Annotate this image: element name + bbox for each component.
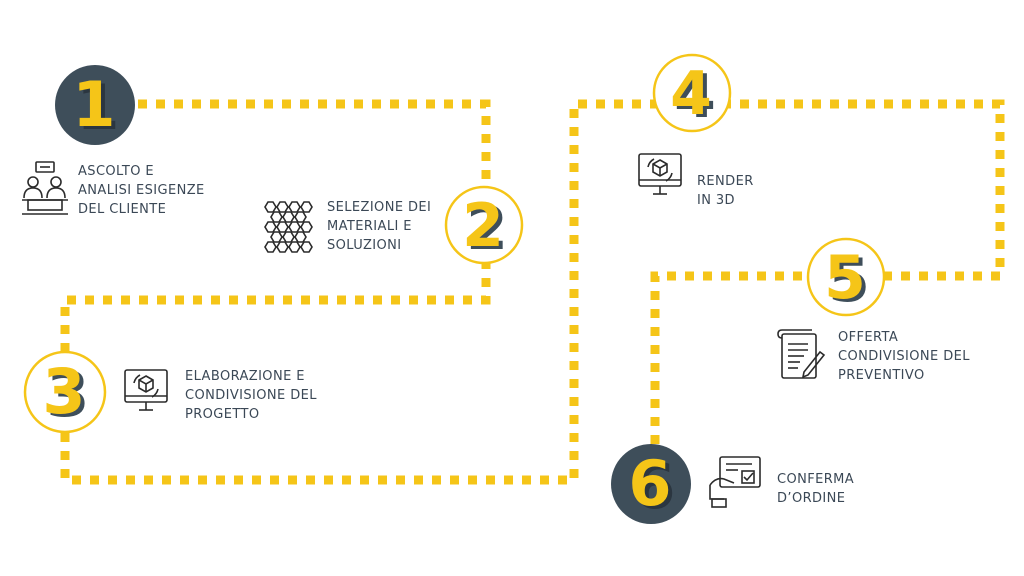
step-1-badge: 1 1 <box>55 65 135 145</box>
step-3-line-3: PROGETTO <box>185 407 260 422</box>
step-5-line-3: PREVENTIVO <box>838 368 925 383</box>
step-4-number-shadow: 4 <box>674 62 716 132</box>
step-5-badge: 5 5 <box>806 237 886 317</box>
step-5-text: OFFERTA CONDIVISIONE DEL PREVENTIVO <box>838 328 970 385</box>
step-4-line-1: RENDER <box>697 174 754 189</box>
meeting-icon <box>22 161 68 215</box>
monitor-3d-icon-render <box>638 153 682 195</box>
step-3-line-2: CONDIVISIONE DEL <box>185 388 317 403</box>
monitor-3d-icon <box>124 369 168 411</box>
order-confirm-icon <box>709 456 761 508</box>
step-6-number-shadow: 6 <box>632 450 675 523</box>
step-2-line-3: SOLUZIONI <box>327 238 402 253</box>
step-1-line-2: ANALISI ESIGENZE <box>78 183 205 198</box>
step-1-line-1: ASCOLTO E <box>78 164 155 179</box>
step-2-badge: 2 2 <box>444 185 524 265</box>
step-3-number-shadow: 3 <box>46 358 89 431</box>
step-4-badge: 4 4 <box>652 53 732 133</box>
step-6-number: 6 <box>628 447 671 520</box>
step-1-text: ASCOLTO E ANALISI ESIGENZE DEL CLIENTE <box>78 162 205 219</box>
step-1-number: 1 <box>72 68 115 141</box>
step-3-badge: 3 3 <box>23 350 107 434</box>
step-3-line-1: ELABORAZIONE E <box>185 369 305 384</box>
step-3-number: 3 <box>42 355 85 428</box>
step-1-number-shadow: 1 <box>76 71 119 144</box>
step-6-badge: 6 6 <box>611 444 691 524</box>
step-5-number: 5 <box>824 243 866 313</box>
step-4-line-2: IN 3D <box>697 193 735 208</box>
step-5-line-2: CONDIVISIONE DEL <box>838 349 970 364</box>
step-2-number: 2 <box>462 191 504 261</box>
step-2-text: SELEZIONE DEI MATERIALI E SOLUZIONI <box>327 198 431 255</box>
step-5-line-1: OFFERTA <box>838 330 899 345</box>
step-2-line-2: MATERIALI E <box>327 219 412 234</box>
step-6-line-1: CONFERMA <box>777 472 855 487</box>
hexagon-mesh-icon <box>264 201 313 253</box>
step-5-number-shadow: 5 <box>828 246 870 316</box>
step-1-line-3: DEL CLIENTE <box>78 202 167 217</box>
step-6-text: CONFERMA D’ORDINE <box>777 470 854 508</box>
step-6-line-2: D’ORDINE <box>777 491 846 506</box>
step-3-text: ELABORAZIONE E CONDIVISIONE DEL PROGETTO <box>185 367 317 424</box>
step-2-line-1: SELEZIONE DEI <box>327 200 432 215</box>
step-4-number: 4 <box>670 59 712 129</box>
step-2-number-shadow: 2 <box>466 194 508 264</box>
document-pen-icon <box>777 329 826 379</box>
step-4-text: RENDER IN 3D <box>697 172 754 210</box>
